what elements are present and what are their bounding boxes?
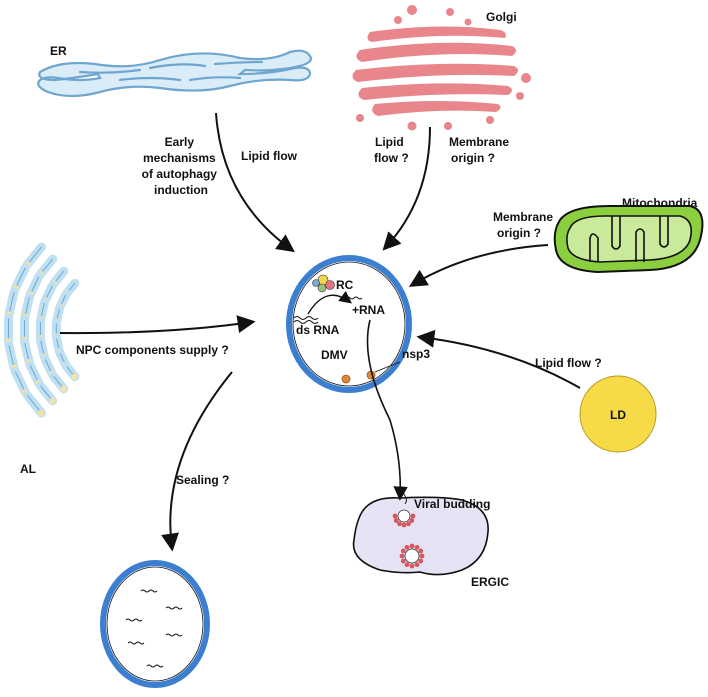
spike-protein xyxy=(392,513,398,519)
spike-protein xyxy=(409,518,415,523)
spike-protein xyxy=(419,553,425,559)
rc-protein xyxy=(317,283,327,293)
spike-protein xyxy=(410,513,416,519)
spike-protein xyxy=(397,521,402,527)
spike-protein xyxy=(399,553,405,559)
al-cisterna-outline xyxy=(26,246,42,265)
spike-protein xyxy=(406,521,411,527)
dmv-vesicle xyxy=(286,255,412,393)
arrow-mitochondria-to-dmv xyxy=(408,244,549,287)
arrow-er-to-dmv xyxy=(215,112,295,253)
spike-protein xyxy=(404,562,410,568)
arrow-al-to-dmv xyxy=(59,315,256,335)
spike-protein xyxy=(400,548,406,554)
ld-lipid-flow-label: Lipid flow ? xyxy=(535,356,602,370)
arrow-dmv-to-ergic xyxy=(366,319,408,501)
al-cisterna-outline xyxy=(14,267,26,289)
er-label: ER xyxy=(50,44,67,58)
lipid-droplet xyxy=(579,375,657,453)
mitochondria-label: Mitochondria xyxy=(622,196,698,210)
mito-membrane-origin-label: Membrane origin ? xyxy=(493,210,556,240)
golgi-lipid-flow-label: Lipid flow ? xyxy=(374,135,409,165)
spike-protein xyxy=(400,558,406,564)
al-cisterna-outline xyxy=(8,345,15,368)
al-cisterna-outline xyxy=(8,292,15,315)
ergic-label: ERGIC xyxy=(471,575,509,589)
annulate-lamellae xyxy=(4,242,80,418)
spike-protein xyxy=(418,558,424,564)
spike-protein xyxy=(409,563,415,569)
virion xyxy=(404,548,420,564)
dmv-label: DMV xyxy=(321,348,348,362)
golgi-label: Golgi xyxy=(486,10,517,24)
mitochondria-organelle xyxy=(553,205,704,274)
ds-rna-label: ds RNA xyxy=(296,323,340,337)
nsp3-label: nsp3 xyxy=(402,347,430,361)
autophagy-label: Early mechanisms of autophagy induction xyxy=(142,135,221,197)
al-cisterna-outline xyxy=(14,371,26,393)
spike-protein xyxy=(409,543,415,549)
ergic-virions xyxy=(392,509,425,569)
al-cisterna-outline xyxy=(24,297,30,317)
rc-protein xyxy=(325,280,335,290)
plus-rna-label: +RNA xyxy=(352,303,385,317)
rc-protein xyxy=(312,279,320,287)
virion xyxy=(397,509,411,523)
spike-protein xyxy=(414,544,420,550)
nuclear-pore xyxy=(38,409,45,417)
golgi-organelle xyxy=(352,5,531,131)
nuclear-pore xyxy=(49,397,56,405)
al-cisterna-outline xyxy=(26,395,42,414)
arrow-golgi-to-dmv xyxy=(382,126,431,251)
al-label: AL xyxy=(20,462,36,476)
spike-protein xyxy=(404,544,410,550)
golgi-membrane-origin-label: Membrane origin ? xyxy=(449,135,512,165)
al-cisterna-outline xyxy=(24,343,30,363)
arrow-ld-to-dmv xyxy=(416,329,581,389)
spike-protein xyxy=(414,562,420,568)
rc-label: RC xyxy=(336,278,354,292)
nuclear-pore xyxy=(71,373,78,380)
viral-budding-label: Viral budding xyxy=(414,497,490,511)
er-organelle xyxy=(37,49,312,98)
ld-label: LD xyxy=(610,408,626,422)
er-lipid-flow-label: Lipid flow xyxy=(241,149,298,163)
nuclear-pore xyxy=(60,385,67,393)
arrow-sealing xyxy=(161,371,233,552)
ergic-compartment xyxy=(352,496,489,576)
nsp3-pore xyxy=(341,374,351,384)
spike-protein xyxy=(401,522,407,528)
npc-supply-label: NPC components supply ? xyxy=(76,343,229,357)
spike-protein xyxy=(393,518,399,523)
sealed-dmv xyxy=(100,560,210,688)
spike-protein xyxy=(418,548,424,554)
sealing-label: Sealing ? xyxy=(176,473,229,487)
